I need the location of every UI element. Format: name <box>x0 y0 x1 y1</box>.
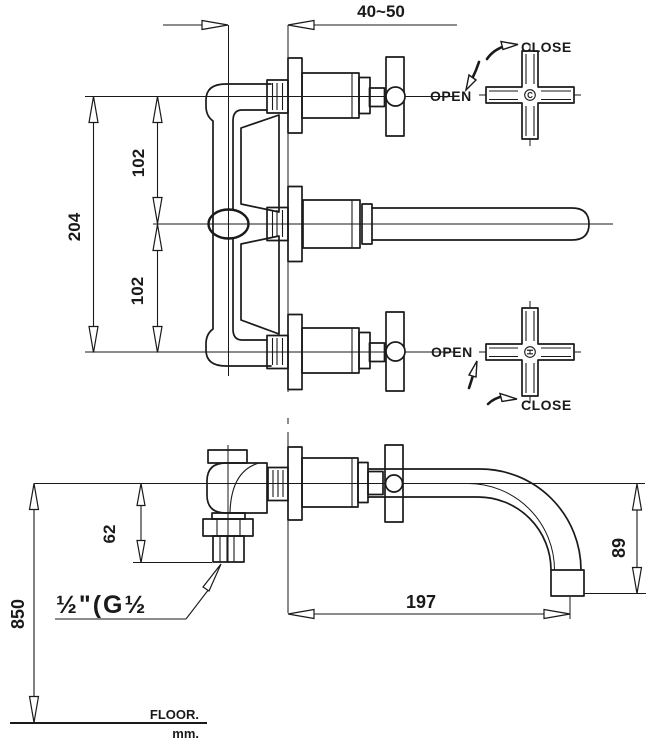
arrowhead <box>631 566 643 594</box>
lower-view-assembly: ½"(G½ <box>55 444 585 620</box>
mid-wall-flange <box>287 185 303 263</box>
dimension-850: 850 <box>8 483 40 723</box>
spout-reach-value: 197 <box>406 592 436 612</box>
arrowhead <box>28 483 40 511</box>
open-label-top: OPEN <box>430 88 472 104</box>
middle-spout-assembly <box>266 185 590 263</box>
lower-valve-body <box>301 457 359 508</box>
dimension-40-50: 40~50 <box>163 2 457 31</box>
cross-handle-top-front-view: C <box>485 50 575 140</box>
top-handle-hub <box>385 86 406 107</box>
mid-valve-body <box>302 199 361 249</box>
spout-ball-joint <box>207 208 250 240</box>
arrowhead <box>136 483 146 507</box>
lower-valve-step <box>357 461 369 504</box>
spout-outlet-cap <box>550 569 585 597</box>
arrowhead <box>287 19 315 31</box>
upper-spacing-value: 102 <box>129 149 148 177</box>
wall-offset-value: 40~50 <box>357 2 405 21</box>
bottom-valve-step <box>358 331 371 370</box>
arrowhead <box>136 539 146 563</box>
open-arrowhead-bottom <box>467 360 478 378</box>
arrowhead <box>28 695 40 723</box>
arrowhead <box>152 196 163 224</box>
cross-handle-bottom-front-view: H <box>485 307 575 397</box>
supply-pipe-outline <box>205 83 272 367</box>
arrowhead <box>152 325 163 353</box>
cross-handle-outline <box>485 50 575 140</box>
close-label-bottom: CLOSE <box>521 397 572 413</box>
lower-handle-hub <box>384 474 404 493</box>
spout-inner-wall <box>367 496 552 571</box>
top-handle-hub-arm <box>368 87 386 108</box>
open-arrow-top <box>470 60 481 81</box>
spout-top-view <box>371 207 590 241</box>
top-wall-flange <box>287 57 303 134</box>
cross-handle-outline <box>485 307 575 397</box>
install-height-value: 850 <box>8 599 28 629</box>
dimension-102-lower: 102 <box>128 224 163 353</box>
top-handle-rotation-labels: CLOSE OPEN <box>430 39 572 104</box>
lower-handle-hub-arm <box>367 470 384 496</box>
bottom-handle-hub <box>385 341 406 362</box>
cross-handle-arm-details <box>489 311 571 393</box>
thread-size-label: ½"(G½ <box>56 591 147 619</box>
top-valve-assembly <box>266 56 406 137</box>
supply-pipe-inner-edge <box>232 109 268 341</box>
callout-leader <box>185 588 210 620</box>
close-label-top: CLOSE <box>521 39 572 55</box>
bottom-handle-rotation-labels: OPEN CLOSE <box>431 344 572 413</box>
elbow-body <box>206 462 268 514</box>
top-valve-body <box>301 72 360 119</box>
mid-valve-step <box>361 203 373 245</box>
floor-reference: FLOOR. mm. <box>10 707 207 741</box>
supply-elbow <box>202 449 268 563</box>
bottom-valve-body <box>301 327 360 374</box>
arrowhead <box>287 608 315 620</box>
bottom-valve-assembly <box>266 311 406 392</box>
spout-outer-wall <box>367 468 582 571</box>
callout-arrowhead <box>202 563 222 592</box>
bottom-handle-hub-arm <box>368 342 386 363</box>
spout-drop-value: 89 <box>609 538 629 558</box>
supply-drop-value: 62 <box>100 525 119 544</box>
arrowhead <box>88 96 99 124</box>
cross-handle-arm-details <box>489 54 571 136</box>
total-span-value: 204 <box>65 212 84 241</box>
hot-index-button <box>524 346 536 358</box>
arrowhead <box>88 325 99 353</box>
arrowhead <box>152 224 163 252</box>
dimension-62: 62 <box>100 483 146 563</box>
lower-spacing-value: 102 <box>128 277 147 305</box>
open-arrowhead-top <box>464 73 478 93</box>
thread-callout: ½"(G½ <box>55 563 222 620</box>
close-arrowhead-bottom <box>499 392 518 403</box>
arrowhead <box>152 96 163 124</box>
curved-spout <box>367 468 585 597</box>
elbow-body-contour <box>229 462 260 514</box>
hot-index-letter: H <box>525 349 534 355</box>
top-valve-step <box>358 76 371 115</box>
arrowhead <box>201 19 229 31</box>
arrowhead <box>543 608 571 620</box>
lower-valve <box>267 444 404 523</box>
upper-view-faucet-body <box>205 56 590 392</box>
centerlines <box>34 25 646 619</box>
cold-index-button <box>524 89 536 101</box>
cold-index-letter: C <box>527 91 533 100</box>
manifold-upper-panel <box>240 114 280 213</box>
spout-curve-centerline <box>404 483 555 571</box>
close-arrowhead-top <box>500 40 519 51</box>
open-label-bottom: OPEN <box>431 344 473 360</box>
floor-label: FLOOR. <box>150 707 199 722</box>
dimension-89: 89 <box>609 483 643 594</box>
dimension-197: 197 <box>287 592 571 620</box>
arrowhead <box>631 483 643 511</box>
manifold-lower-panel <box>240 235 280 335</box>
threaded-nipple <box>212 535 245 563</box>
units-label: mm. <box>172 726 199 741</box>
dimension-204: 204 <box>65 96 99 353</box>
